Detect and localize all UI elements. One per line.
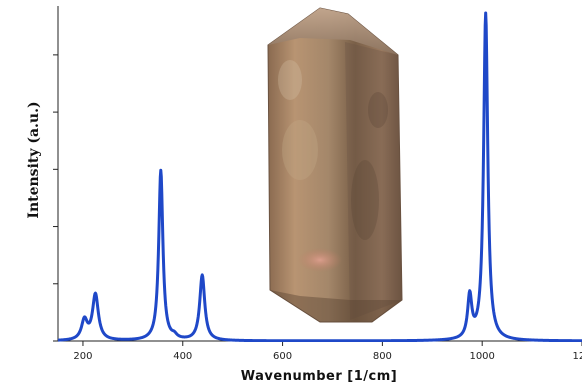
- x-tick-label-5: 120: [572, 351, 582, 362]
- x-tick-label-1: 400: [173, 351, 192, 362]
- x-axis-tick-labels: 200 400 600 800 1000 120: [73, 351, 582, 362]
- y-axis-title: Intensity (a.u.): [26, 101, 42, 218]
- x-tick-label-4: 1000: [469, 351, 494, 362]
- crystal-photo: [267, 7, 403, 323]
- spectrum-line: [58, 11, 582, 342]
- x-tick-label-0: 200: [73, 351, 92, 362]
- x-axis-title: Wavenumber [1/cm]: [241, 369, 397, 382]
- x-tick-label-3: 800: [373, 351, 392, 362]
- x-tick-label-2: 600: [273, 351, 292, 362]
- y-axis-ticks: [53, 54, 58, 342]
